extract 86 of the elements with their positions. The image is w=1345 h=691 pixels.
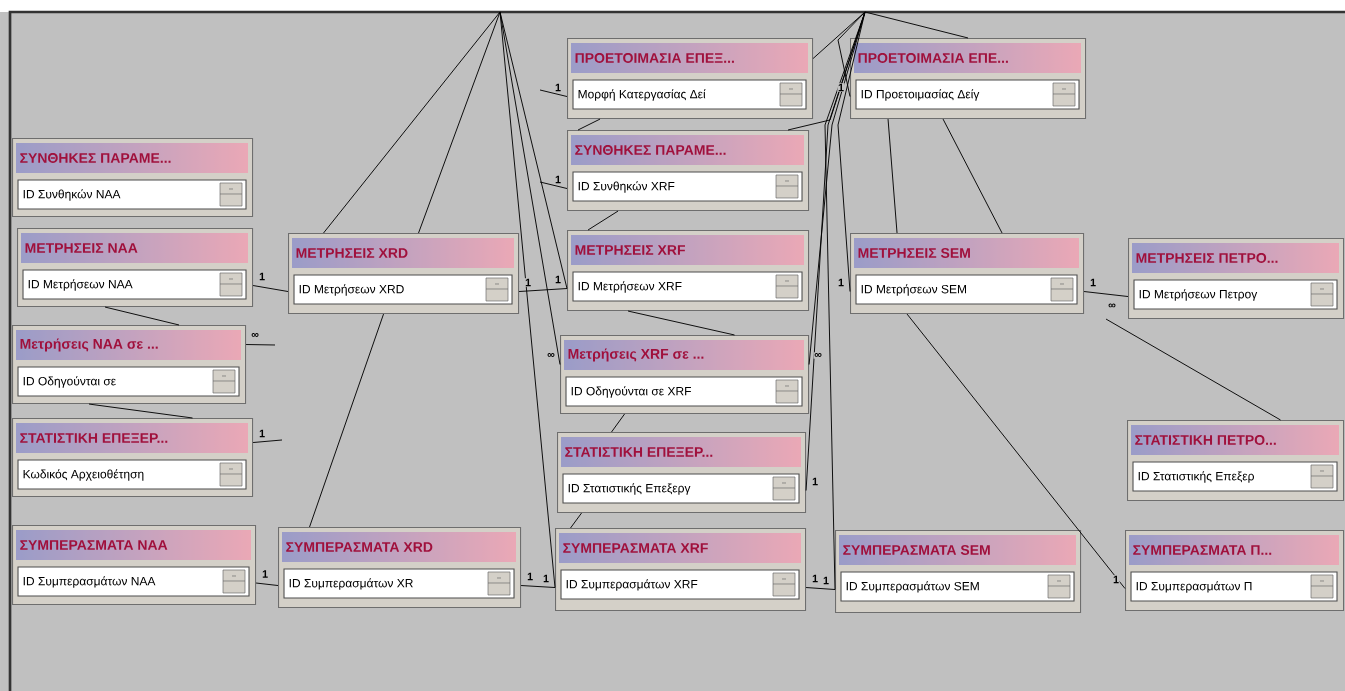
field-text: ID Συνθηκών XRF xyxy=(578,181,675,193)
edge-label: 1 xyxy=(837,278,845,287)
table-title: Μετρήσεις XRF σε ... xyxy=(568,348,704,362)
edge-label: ∞ xyxy=(546,352,556,359)
table-title: ΣΤΑΤΙΣΤΙΚΗ ΕΠΕΞΕΡ... xyxy=(565,447,713,457)
edge-label: 1 xyxy=(822,576,830,585)
edge-label: 1 xyxy=(1112,575,1120,584)
edge-label: 1 xyxy=(837,83,845,92)
table-title: ΣΥΜΠΕΡΑΣΜΑΤΑ SEM xyxy=(843,545,990,555)
relationship-line xyxy=(499,11,561,365)
field-text: ID Μετρήσεων XRF xyxy=(578,281,682,293)
relationship-line xyxy=(1105,318,1281,421)
relationship-line xyxy=(812,11,866,59)
field-text: ID Στατιστικής Επεξερ xyxy=(1138,471,1254,483)
relationship-line xyxy=(520,585,556,588)
relationship-line xyxy=(518,288,568,292)
relationship-line xyxy=(1083,291,1129,297)
table-title: ΜΕΤΡΗΣΕΙΣ XRD xyxy=(296,248,408,258)
edge-label: 1 xyxy=(258,272,266,281)
field-text: ID Μετρήσεων Πετρογ xyxy=(1139,289,1258,301)
table-title: ΜΕΤΡΗΣΕΙΣ XRF xyxy=(575,245,685,255)
relationship-line xyxy=(570,512,582,529)
table-title: ΣΥΝΘΗΚΕΣ ΠΑΡΑΜΕ... xyxy=(575,145,726,155)
relationship-line xyxy=(587,210,619,231)
field-text: ID Οδηγούνται σε XRF xyxy=(571,386,691,398)
relationship-line xyxy=(942,118,1003,234)
table-title: ΠΡΟΕΤΟΙΜΑΣΙΑ ΕΠΕΞ... xyxy=(575,53,734,63)
relationship-line xyxy=(252,439,283,443)
edge-label: 1 xyxy=(261,569,269,579)
field-text: Μορφή Κατεργασίας Δεί xyxy=(578,89,706,101)
relationship-line xyxy=(837,11,866,97)
relationship-line xyxy=(309,313,384,528)
field-text: Κωδικός Αρχειοθέτηση xyxy=(23,469,144,481)
field-text: ID Προετοιμασίας Δείγ xyxy=(861,89,980,101)
field-text: ID Συμπερασμάτων Π xyxy=(1136,581,1252,593)
edge-label: 1 xyxy=(542,574,550,583)
edge-label: 1 xyxy=(258,429,266,438)
table-title: ΣΥΜΠΕΡΑΣΜΑΤΑ NAA xyxy=(20,540,168,550)
relationship-line xyxy=(255,582,279,586)
relationship-line xyxy=(539,181,568,189)
relationship-line xyxy=(805,587,836,590)
relationship-line xyxy=(539,89,568,97)
table-title: ΣΤΑΤΙΣΤΙΚΗ ΠΕΤΡΟ... xyxy=(1135,435,1276,445)
relationship-line xyxy=(887,118,898,234)
relationship-line xyxy=(611,413,625,433)
table-title: ΜΕΤΡΗΣΕΙΣ NAA xyxy=(25,243,138,253)
edge-label: 1 xyxy=(524,278,532,287)
table-title: ΜΕΤΡΗΣΕΙΣ ΠΕΤΡΟ... xyxy=(1136,253,1278,263)
table-title: ΣΥΝΘΗΚΕΣ ΠΑΡΑΜΕ... xyxy=(20,153,171,163)
edge-label: 1 xyxy=(1089,278,1097,287)
relationship-line xyxy=(864,11,969,39)
edge-label: 1 xyxy=(811,574,819,583)
relationship-line xyxy=(906,313,1126,589)
edge-label: 1 xyxy=(554,83,562,92)
field-text: ID Συμπερασμάτων SEM xyxy=(846,581,979,593)
field-text: ID Μετρήσεων NAA xyxy=(28,279,133,291)
table-title: ΠΡΟΕΤΟΙΜΑΣΙΑ ΕΠΕ... xyxy=(858,53,1008,63)
field-text: ID Μετρήσεων XRD xyxy=(299,284,404,296)
table-title: ΣΥΜΠΕΡΑΣΜΑΤΑ XRD xyxy=(286,542,433,552)
relationship-line xyxy=(627,310,735,336)
relationship-line xyxy=(245,344,276,346)
table-title: ΣΤΑΤΙΣΤΙΚΗ ΕΠΕΞΕΡ... xyxy=(20,433,168,443)
table-title: Μετρήσεις NAA σε ... xyxy=(20,338,158,352)
relationship-line xyxy=(418,11,501,234)
relationship-line xyxy=(824,11,866,590)
relationship-line xyxy=(499,11,556,588)
table-title: ΜΕΤΡΗΣΕΙΣ SEM xyxy=(858,248,970,258)
relationship-line xyxy=(577,118,601,131)
cardinality-label: ∞ xyxy=(1107,302,1117,310)
table-title: ΣΥΜΠΕΡΑΣΜΑΤΑ Π... xyxy=(1133,545,1272,555)
field-text: ID Συμπερασμάτων XR xyxy=(289,578,413,590)
edge-label: ∞ xyxy=(813,352,823,359)
edge-label: 1 xyxy=(526,572,534,581)
edge-label: 1 xyxy=(554,275,562,284)
field-text: ID Μετρήσεων SEM xyxy=(861,284,966,296)
field-text: ID Συμπερασμάτων XRF xyxy=(566,579,698,591)
relationship-line xyxy=(323,11,501,234)
edge-label: 1 xyxy=(811,477,819,486)
field-text: ID Οδηγούνται σε xyxy=(23,376,116,388)
field-text: ID Συμπερασμάτων NAA xyxy=(23,576,156,588)
edge-label: 1 xyxy=(554,175,562,184)
relationship-line xyxy=(252,285,289,292)
table-title: ΣΥΜΠΕΡΑΣΜΑΤΑ XRF xyxy=(563,543,708,553)
field-text: ID Συνθηκών NAA xyxy=(23,189,121,201)
field-text: ID Στατιστικής Επεξεργ xyxy=(568,483,691,495)
edge-label: ∞ xyxy=(250,332,260,339)
